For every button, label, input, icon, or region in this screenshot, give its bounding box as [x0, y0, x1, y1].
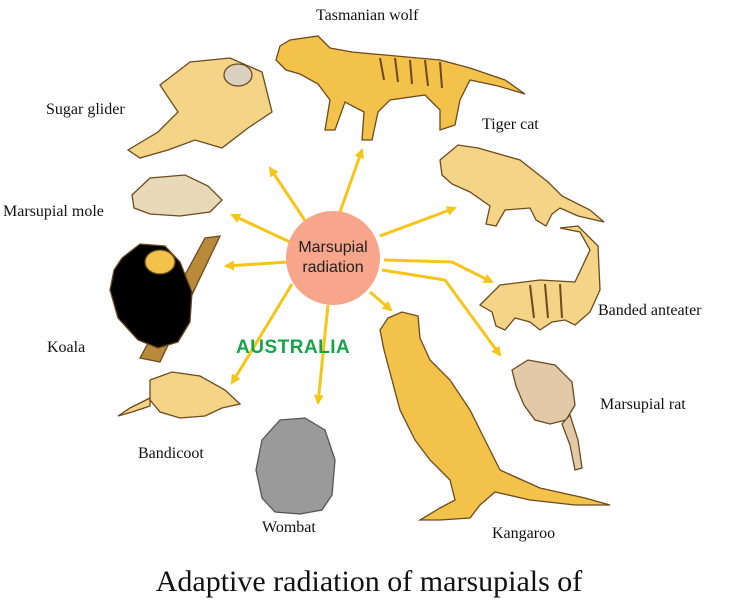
center-label-line2: radiation [302, 259, 364, 276]
region-label: AUSTRALIA [236, 337, 351, 358]
arrow-tasmanian-wolf [338, 148, 365, 213]
marsupial-rat-figure [511, 359, 583, 471]
label-tasmanian-wolf: Tasmanian wolf [316, 7, 419, 24]
center-label: Marsupial radiation [283, 238, 383, 278]
label-marsupial-mole: Marsupial mole [3, 203, 104, 220]
wombat-figure [255, 417, 336, 515]
arrow-marsupial-rat [381, 268, 502, 357]
arrow-sugar-glider [268, 166, 308, 223]
radiation-center-circle [286, 211, 380, 305]
arrow-bandicoot [230, 283, 294, 385]
arrow-banded-anteater [383, 258, 494, 284]
center-label-line1: Marsupial [298, 239, 368, 256]
label-sugar-glider: Sugar glider [46, 101, 125, 118]
label-tiger-cat: Tiger cat [482, 116, 539, 133]
figure-caption: Adaptive radiation of marsupials of [155, 565, 583, 598]
arrow-marsupial-mole [230, 213, 291, 244]
arrow-wombat [313, 304, 330, 405]
arrow-koala [224, 260, 289, 271]
label-koala: Koala [47, 339, 85, 356]
marsupial-mole-figure [131, 174, 223, 217]
radiation-arrows [224, 148, 502, 405]
label-wombat: Wombat [262, 519, 316, 536]
koala-figure [109, 235, 222, 363]
arrow-tiger-cat [379, 206, 457, 238]
arrow-kangaroo [369, 290, 393, 312]
kangaroo-figure [379, 311, 611, 521]
animal-labels: Tasmanian wolf Sugar glider Tiger cat Ma… [3, 7, 702, 542]
tasmanian-wolf-figure [275, 35, 526, 141]
sugar-glider-figure [126, 57, 273, 159]
bandicoot-figure [117, 371, 242, 419]
label-kangaroo: Kangaroo [492, 525, 555, 542]
label-bandicoot: Bandicoot [138, 445, 204, 462]
tiger-cat-figure [439, 144, 605, 227]
label-banded-anteater: Banded anteater [598, 302, 702, 319]
banded-anteater-figure [478, 225, 601, 331]
label-marsupial-rat: Marsupial rat [600, 396, 686, 413]
